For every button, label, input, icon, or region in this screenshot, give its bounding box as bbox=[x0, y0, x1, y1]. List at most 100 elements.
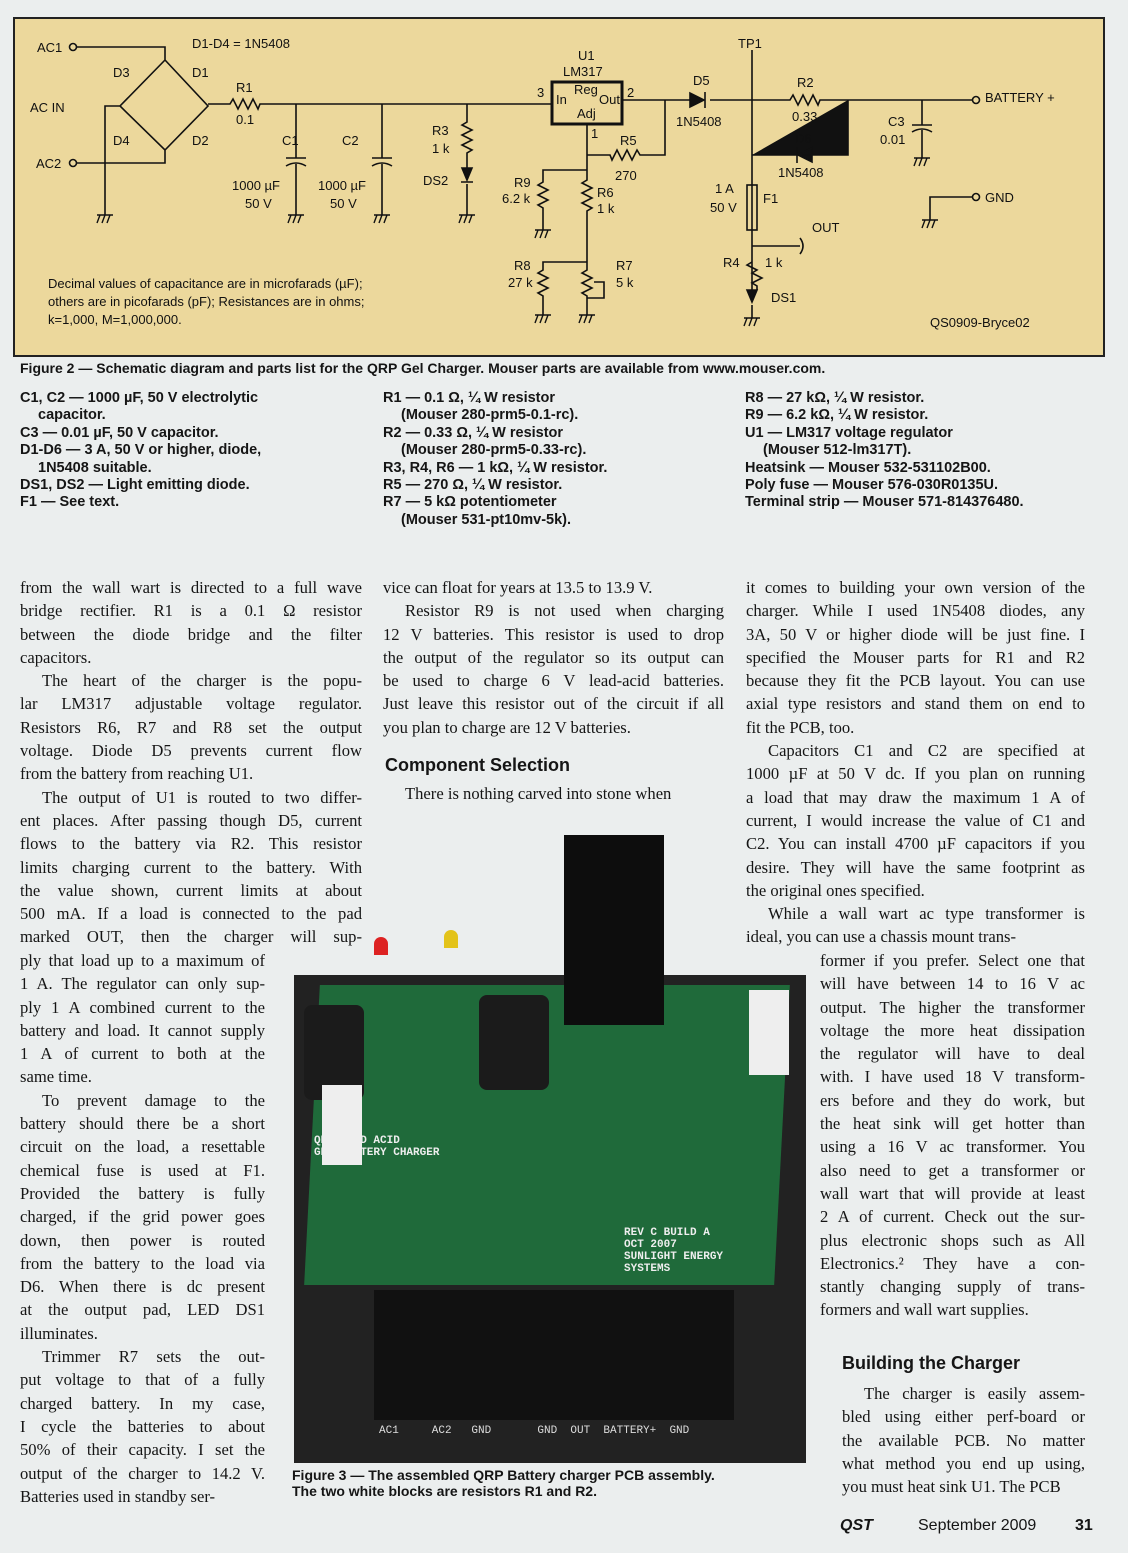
parts-list-item: R3, R4, R6 — 1 kΩ, ¼ W resistor. bbox=[383, 459, 608, 476]
label-c1: C1 bbox=[282, 133, 299, 148]
label-out-pad: OUT bbox=[812, 220, 840, 235]
label-d6-part: 1N5408 bbox=[778, 165, 824, 180]
text-line: output. The higher the transformer bbox=[820, 997, 1085, 1017]
text-line: wall wart that will provide at least bbox=[820, 1183, 1085, 1203]
parts-list-item: R2 — 0.33 Ω, ¼ W resistor bbox=[383, 424, 564, 441]
heading-component-selection: Component Selection bbox=[385, 755, 571, 775]
parts-list-item: F1 — See text. bbox=[20, 494, 120, 511]
parts-list-item: DS1, DS2 — Light emitting diode. bbox=[20, 477, 250, 494]
schematic-labels: AC1 AC IN AC2 D1-D4 = 1N5408 D3 D1 D4 D2… bbox=[30, 36, 1055, 330]
text-line: ideal, you can use a chassis mount trans… bbox=[746, 927, 1017, 947]
parts-list-item: C1, C2 — 1000 µF, 50 V electrolytic bbox=[20, 390, 259, 406]
text-line: charged battery. In my case, bbox=[20, 1393, 265, 1413]
text-line: battery and load. It cannot supply bbox=[20, 1020, 265, 1040]
silkscreen-line: GEL BATTERY CHARGER bbox=[314, 1147, 440, 1159]
figure3-caption-line2: The two white blocks are resistors R1 an… bbox=[292, 1483, 597, 1499]
text-line: flows to the battery via R2. This resist… bbox=[20, 834, 362, 854]
text-line: Trimmer R7 sets the out- bbox=[42, 1347, 265, 1367]
text-line: you plan to charge are 12 V batteries. bbox=[383, 717, 631, 737]
body-column-2: vice can float for years at 13.5 to 13.9… bbox=[383, 576, 724, 739]
capacitor-c1 bbox=[304, 1005, 364, 1100]
text-line: 500 mA. If a load is connected to the pa… bbox=[20, 904, 362, 924]
label-c1-voltage: 50 V bbox=[245, 196, 272, 211]
label-r8: R8 bbox=[514, 258, 531, 273]
parts-list-col2: R1 — 0.1 Ω, ¼ W resistor(Mouser 280-prm5… bbox=[383, 390, 607, 529]
text-line: plus electronic shops such as All bbox=[820, 1230, 1085, 1250]
text-line: capacitors. bbox=[20, 647, 92, 667]
text-line: a load that may draw the maximum 1 A of bbox=[746, 787, 1085, 807]
label-ac-in: AC IN bbox=[30, 100, 65, 115]
label-pin2: 2 bbox=[627, 85, 634, 100]
text-line: desire. They will have the same footprin… bbox=[746, 857, 1085, 877]
label-ac1: AC1 bbox=[37, 40, 62, 55]
label-r5-value: 270 bbox=[615, 168, 637, 183]
schematic-note-line1: Decimal values of capacitance are in mic… bbox=[48, 276, 363, 291]
label-r5: R5 bbox=[620, 133, 637, 148]
label-reg: Reg bbox=[574, 82, 598, 97]
text-line: you must heat sink U1. The PCB bbox=[842, 1477, 1061, 1497]
led-ds2 bbox=[444, 930, 458, 948]
silkscreen-line: REV C BUILD A bbox=[624, 1227, 710, 1239]
text-line: also need to get a transformer or bbox=[820, 1160, 1085, 1180]
text-line: To prevent damage to the bbox=[42, 1090, 265, 1110]
text-line: what method you end up using, bbox=[842, 1453, 1085, 1473]
label-r1-value: 0.1 bbox=[236, 112, 254, 127]
text-line: be used to charge 6 V lead-acid batterie… bbox=[383, 671, 724, 691]
label-d5-part: 1N5408 bbox=[676, 114, 722, 129]
label-c2: C2 bbox=[342, 133, 359, 148]
body-column-3-continued: The charger is easily assem-bled using e… bbox=[842, 1382, 1085, 1498]
text-line: Electronics.² They have a con- bbox=[820, 1253, 1085, 1273]
label-r9: R9 bbox=[514, 175, 531, 190]
capacitor-c2 bbox=[479, 995, 549, 1090]
parts-list-item: C3 — 0.01 µF, 50 V capacitor. bbox=[20, 424, 219, 441]
text-line: vice can float for years at 13.5 to 13.9… bbox=[383, 578, 653, 597]
parts-list-item: Terminal strip — Mouser 571-814376480. bbox=[745, 494, 1024, 511]
schematic-note-line2: others are in picofarads (pF); Resistanc… bbox=[48, 294, 364, 309]
text-line: the output of the regulator so its outpu… bbox=[383, 647, 724, 667]
terminal-labels: AC1 AC2 GND GND OUT BATTERY+ GND bbox=[379, 1425, 690, 1437]
label-c2-voltage: 50 V bbox=[330, 196, 357, 211]
label-d5: D5 bbox=[693, 73, 710, 88]
text-line: ers before and they do work, but bbox=[820, 1090, 1085, 1110]
parts-list-item: Poly fuse — Mouser 576-030R0135U. bbox=[745, 477, 999, 494]
parts-list-item: D1-D6 — 3 A, 50 V or higher, diode, bbox=[20, 442, 262, 459]
text-line: from the battery to the load via bbox=[20, 1253, 265, 1273]
parts-list-item: R9 — 6.2 kΩ, ¼ W resistor. bbox=[745, 407, 929, 424]
label-r2-value: 0.33 bbox=[792, 109, 817, 124]
text-line: Resistors R6, R7 and R8 set the output bbox=[20, 717, 362, 737]
label-out: Out bbox=[599, 92, 620, 107]
label-c3: C3 bbox=[888, 114, 905, 129]
text-line: 12 V batteries. This resistor is used to… bbox=[383, 624, 724, 644]
parts-list-item: (Mouser 512-lm317T). bbox=[763, 442, 912, 459]
label-r7-value: 5 k bbox=[616, 275, 634, 290]
schematic-figure bbox=[13, 17, 1105, 357]
label-d1: D1 bbox=[192, 65, 209, 80]
parts-list-item: R1 — 0.1 Ω, ¼ W resistor bbox=[383, 390, 555, 406]
label-d3: D3 bbox=[113, 65, 130, 80]
parts-list-item: capacitor. bbox=[38, 407, 106, 424]
terminal-strip bbox=[374, 1290, 734, 1420]
text-line: The heart of the charger is the popu- bbox=[42, 671, 362, 691]
qst-logo: QST bbox=[840, 1517, 873, 1534]
text-line: While a wall wart ac type transformer is bbox=[768, 904, 1085, 924]
text-line: Just leave this resistor out of the circ… bbox=[383, 694, 724, 714]
label-pin3: 3 bbox=[537, 85, 544, 100]
label-r4-value: 1 k bbox=[765, 255, 783, 270]
text-line: charged, if the grid power goes bbox=[20, 1207, 265, 1227]
resistor-r1-block bbox=[322, 1085, 362, 1165]
text-line: The output of U1 is routed to two differ… bbox=[42, 787, 362, 807]
text-line: because they fit the PCB layout. You can… bbox=[746, 671, 1085, 691]
label-battery-plus: BATTERY + bbox=[985, 90, 1055, 105]
text-line: ply that load up to a maximum of bbox=[20, 951, 265, 970]
label-r1: R1 bbox=[236, 80, 253, 95]
text-line: 2 A of current. Check out the sur- bbox=[820, 1207, 1085, 1227]
text-line: I cycle the batteries to about bbox=[20, 1416, 265, 1436]
schematic-diagram: AC1 AC IN AC2 D1-D4 = 1N5408 D3 D1 D4 D2… bbox=[30, 36, 1055, 330]
body-column-2-continued: There is nothing carved into stone when bbox=[383, 782, 724, 805]
text-line: the available PCB. No matter bbox=[842, 1430, 1085, 1450]
parts-list-item: R7 — 5 kΩ potentiometer bbox=[383, 494, 557, 511]
